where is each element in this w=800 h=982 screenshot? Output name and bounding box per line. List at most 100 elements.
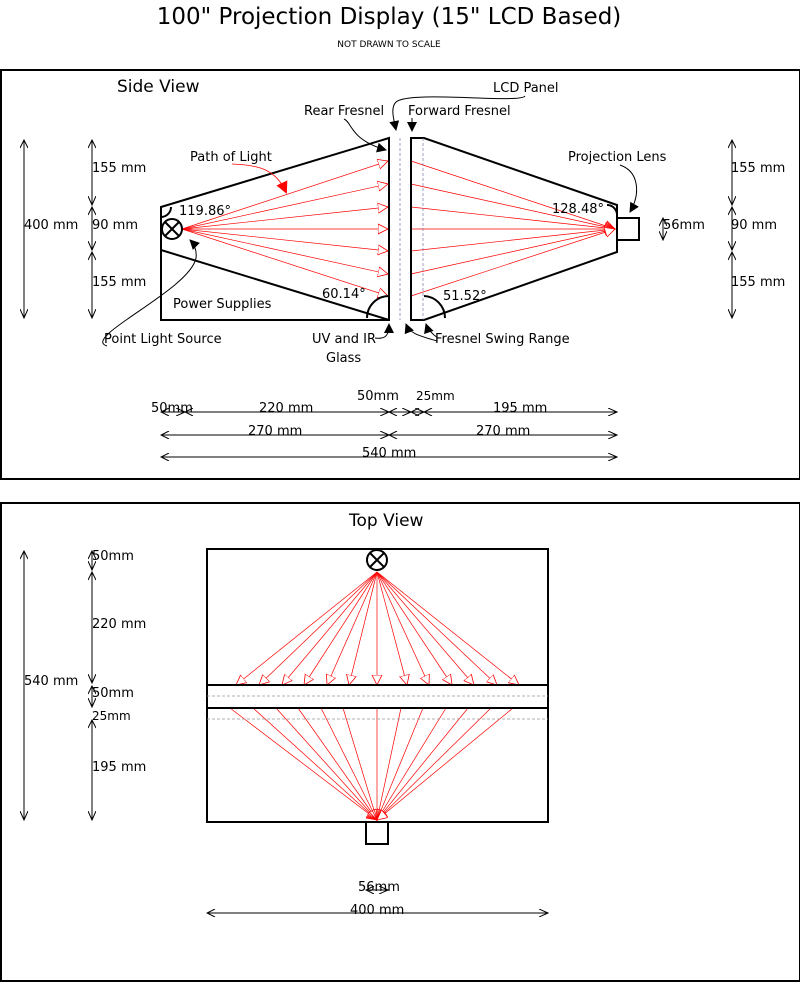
angle-arc-3 — [366, 295, 390, 319]
power-supplies-label: Power Supplies — [173, 297, 272, 312]
dim-h-25: 25mm — [416, 389, 455, 403]
angle-label-2: 128.48° — [552, 202, 604, 217]
top-ray-in — [376, 571, 407, 685]
dim-left-top: 155 mm — [92, 161, 146, 176]
dim-h-50b: 50mm — [357, 389, 399, 404]
dim-left-mid: 90 mm — [92, 218, 138, 233]
top-dim-total: 540 mm — [24, 674, 78, 689]
uv-ir-glass-callout — [374, 323, 394, 339]
top-ray-out — [342, 707, 377, 820]
uv-ir-glass-label-2: Glass — [326, 351, 361, 366]
page-title: 100" Projection Display (15" LCD Based) — [157, 4, 622, 30]
side-ray-out — [410, 229, 615, 297]
top-ray-in — [376, 571, 474, 685]
top-ray-in — [376, 571, 452, 685]
side-ray-out — [410, 160, 615, 229]
side-projection-lens — [616, 217, 640, 241]
point-light-source-callout — [102, 239, 200, 347]
side-ray-in — [181, 161, 388, 230]
top-ray-in — [376, 571, 429, 685]
top-ray-out — [275, 707, 377, 820]
side-light-rays — [181, 160, 615, 297]
top-view-panel: Top View 540 mm 50mm 220 mm 50mm 25mm 19… — [0, 502, 800, 982]
angle-label-4: 51.52° — [443, 289, 487, 304]
top-ray-out — [377, 707, 402, 820]
side-ray-in — [181, 184, 388, 230]
top-ray-out — [320, 707, 377, 820]
dim-left-total: 400 mm — [24, 218, 78, 233]
top-ray-out — [252, 707, 377, 820]
dim-h-195: 195 mm — [493, 401, 547, 416]
top-ray-out — [377, 707, 514, 820]
top-dim-width: 400 mm — [350, 903, 404, 918]
top-ray-out — [377, 707, 469, 820]
top-ray-in — [304, 571, 378, 685]
top-ray-in — [259, 571, 378, 685]
top-ray-out — [229, 707, 377, 820]
top-dim-50: 50mm — [92, 549, 134, 564]
top-ray-out — [297, 707, 377, 820]
uv-ir-glass-label-1: UV and IR — [312, 332, 376, 347]
side-view-panel: Side View 119.86° 128.48° 60.14° 51.52° … — [0, 69, 800, 480]
side-ray-in — [181, 228, 388, 274]
top-ray-in — [376, 571, 519, 685]
top-ray-in — [282, 571, 378, 685]
top-view-frame — [0, 502, 800, 982]
projection-lens-callout — [619, 164, 639, 213]
dim-h-540: 540 mm — [362, 446, 416, 461]
side-light-source-icon — [161, 218, 183, 240]
top-view-heading: Top View — [348, 511, 424, 531]
top-dim-25: 25mm — [92, 709, 131, 723]
top-ray-in — [376, 571, 497, 685]
top-projection-lens — [365, 821, 389, 845]
top-light-rays — [229, 571, 519, 820]
lcd-panel-label: LCD Panel — [493, 81, 559, 96]
swing-callout-b — [424, 323, 439, 339]
side-ray-out — [410, 183, 615, 229]
top-ray-out — [377, 707, 492, 820]
forward-fresnel-label: Forward Fresnel — [408, 104, 511, 119]
top-dim-220: 220 mm — [92, 617, 146, 632]
side-view-frame — [0, 69, 800, 480]
top-ray-out — [377, 707, 447, 820]
angle-label-1: 119.86° — [179, 204, 231, 219]
side-ray-out — [410, 229, 615, 252]
projection-lens-label: Projection Lens — [568, 150, 667, 165]
dim-lens: 56mm — [663, 218, 705, 233]
path-of-light-label: Path of Light — [190, 150, 272, 165]
rear-fresnel-label: Rear Fresnel — [304, 104, 384, 119]
top-dim-50b: 50mm — [92, 686, 134, 701]
top-light-source-icon — [366, 549, 388, 571]
side-ray-in — [181, 228, 388, 251]
dim-right-mid: 90 mm — [731, 218, 777, 233]
dim-h-270b: 270 mm — [476, 424, 530, 439]
side-ray-out — [410, 229, 615, 275]
angle-arc-4 — [423, 295, 447, 319]
side-view-heading: Side View — [117, 77, 200, 97]
dim-right-bot: 155 mm — [731, 275, 785, 290]
top-ray-out — [377, 707, 424, 820]
not-to-scale-note: NOT DRAWN TO SCALE — [337, 40, 441, 50]
angle-arc-1 — [160, 206, 172, 218]
top-dim-lens: 56mm — [358, 880, 400, 895]
top-ray-in — [327, 571, 378, 685]
dim-right-top: 155 mm — [731, 161, 785, 176]
path-of-light-callout — [231, 163, 288, 194]
side-ray-in — [181, 207, 388, 230]
top-dim-195: 195 mm — [92, 760, 146, 775]
dim-h-220: 220 mm — [259, 401, 313, 416]
angle-arc-2 — [606, 203, 619, 217]
point-light-source-label: Point Light Source — [104, 332, 222, 347]
side-ray-in — [181, 228, 388, 296]
rear-fresnel-callout — [343, 118, 387, 153]
angle-label-3: 60.14° — [322, 287, 366, 302]
top-ray-in — [349, 571, 378, 685]
top-ray-in — [236, 571, 378, 685]
lcd-panel-callout — [389, 95, 526, 131]
dim-left-bot: 155 mm — [92, 275, 146, 290]
swing-callout-a — [404, 323, 438, 342]
side-ray-out — [410, 206, 615, 229]
dim-h-270a: 270 mm — [248, 424, 302, 439]
fresnel-swing-range-label: Fresnel Swing Range — [435, 332, 570, 347]
